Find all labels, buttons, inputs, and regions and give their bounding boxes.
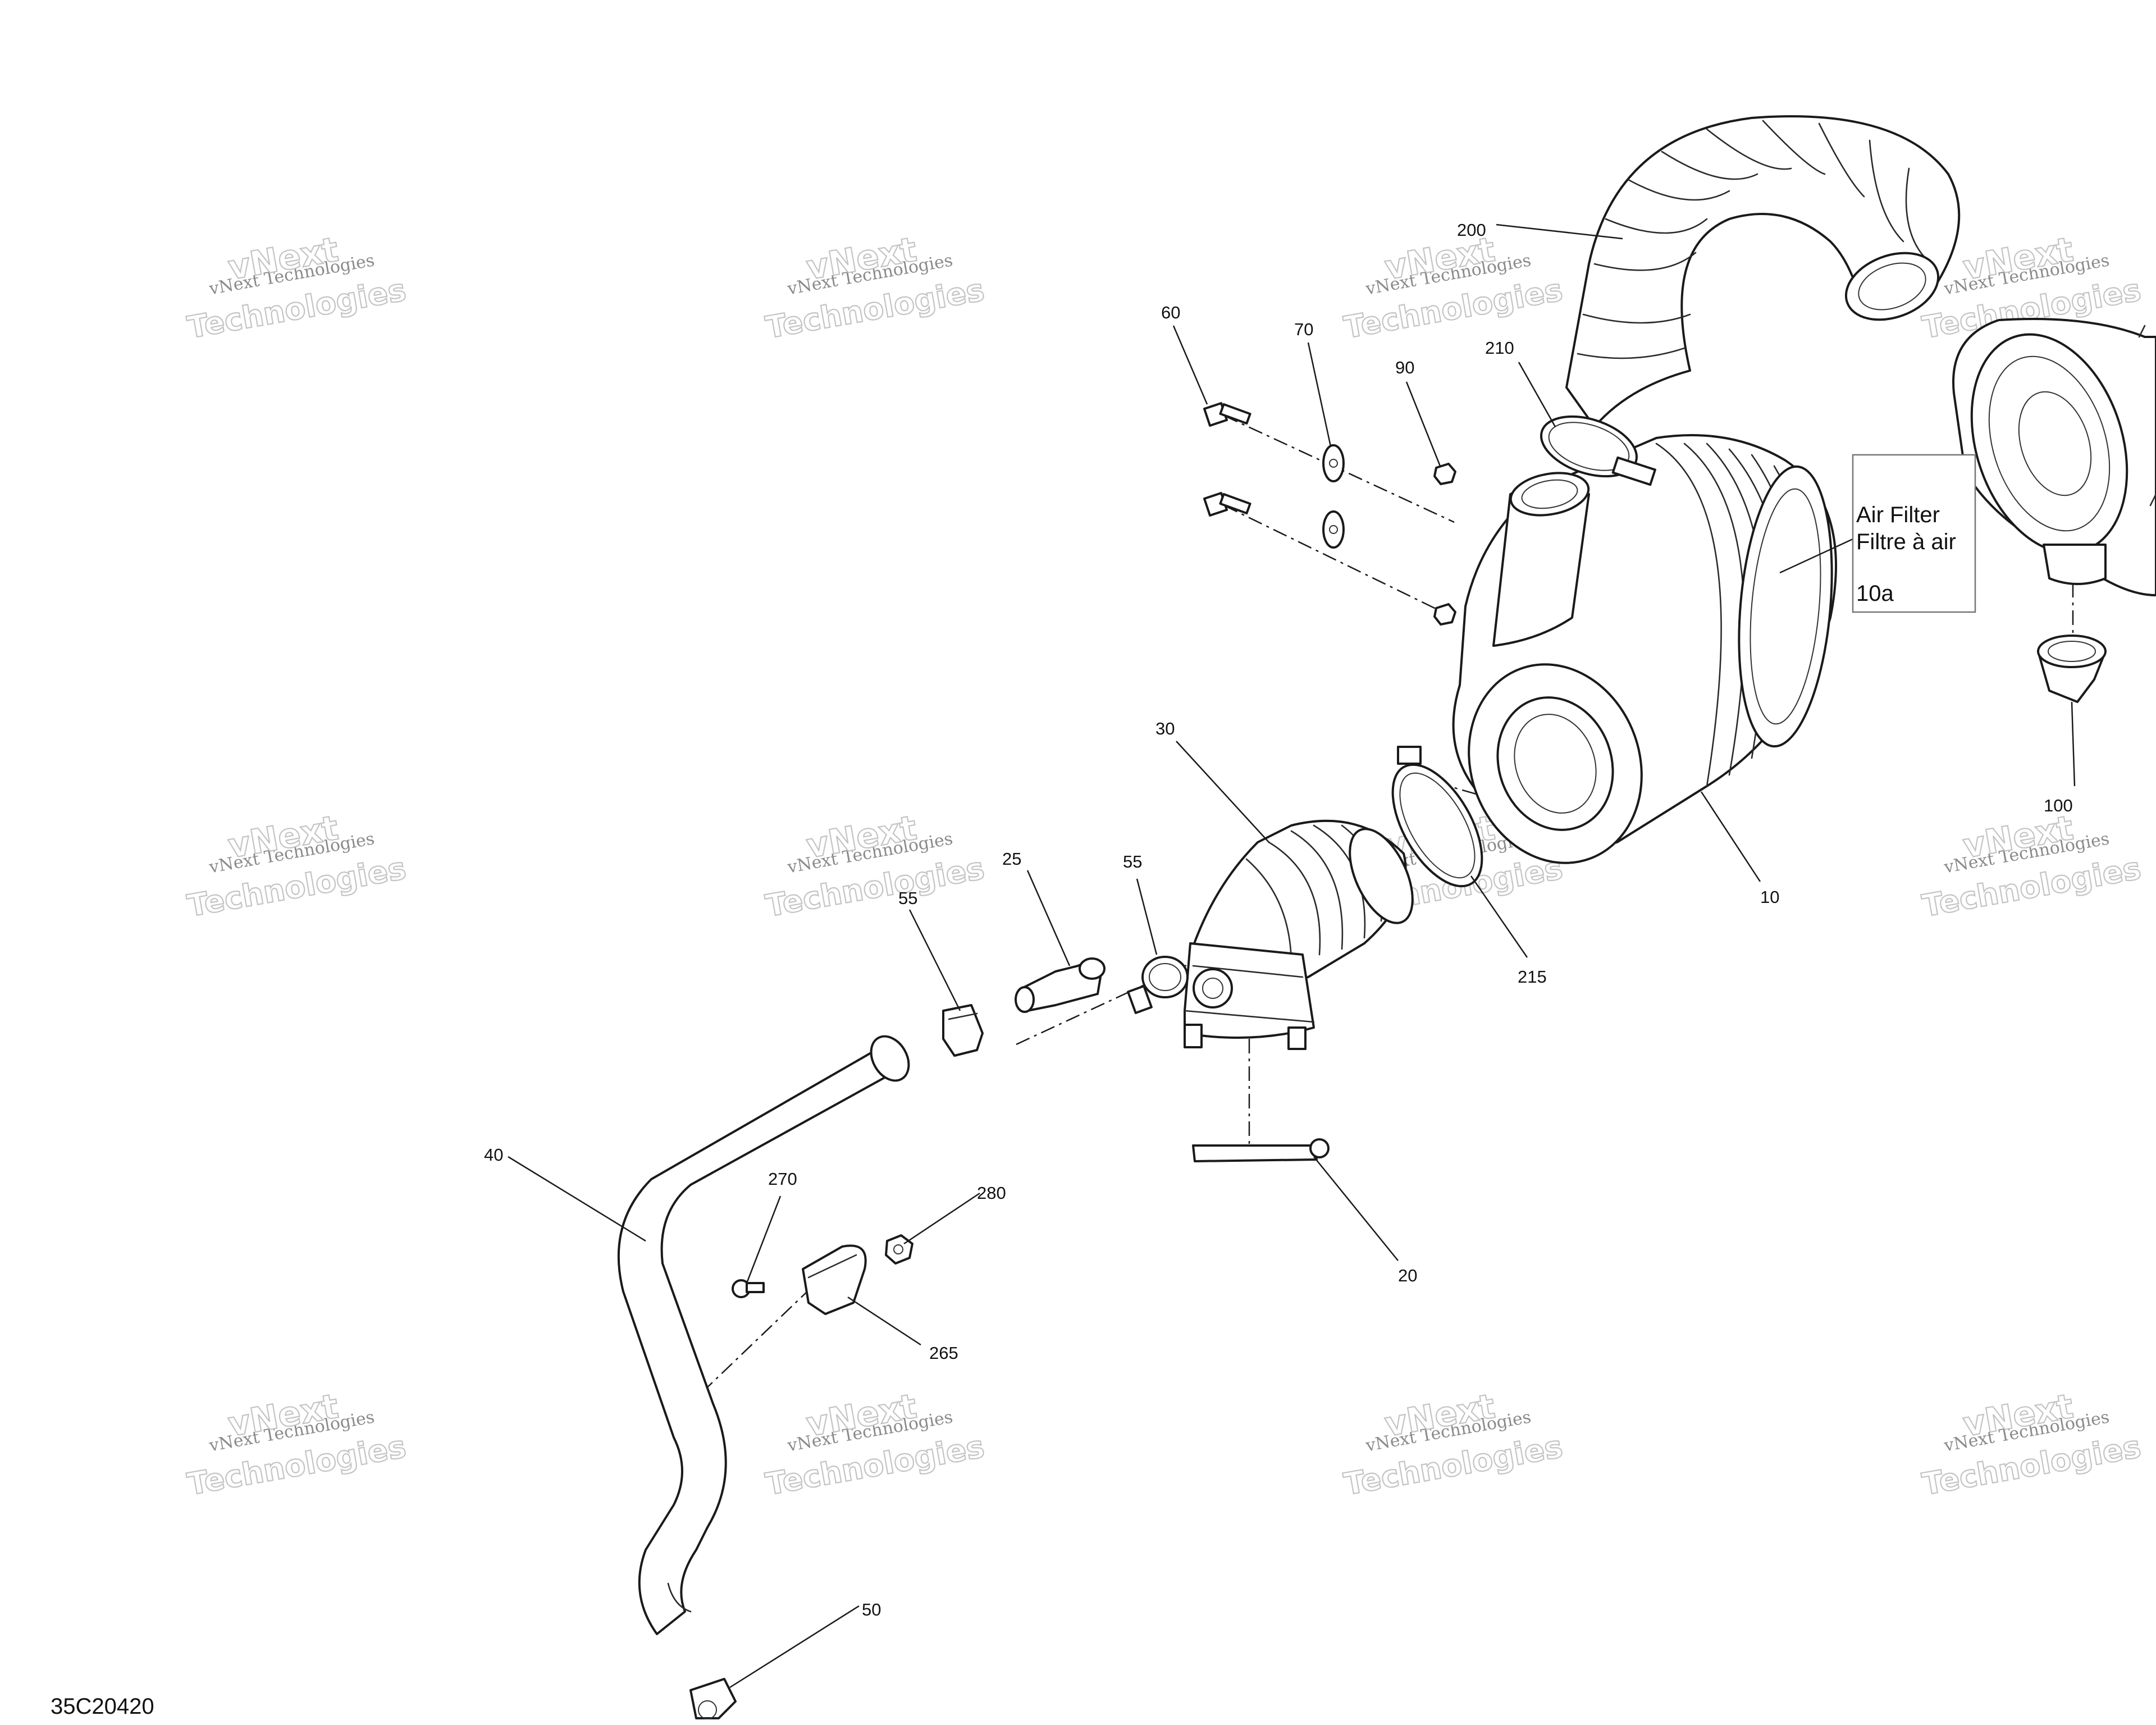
- callout-215: 215: [1518, 967, 1547, 987]
- callout-55-lower: 55: [898, 888, 917, 908]
- intake-boot: [1184, 819, 1414, 1050]
- label-box-line1: Air Filter: [1856, 503, 1940, 527]
- callout-210: 210: [1485, 338, 1514, 358]
- leader-lines: [508, 223, 2076, 1689]
- callout-60: 60: [1161, 303, 1180, 322]
- washer-70-upper: [1322, 444, 1345, 482]
- hose-end-fitting: [689, 1678, 737, 1719]
- label-box-line2: Filtre à air: [1856, 530, 1956, 554]
- washer-70-lower: [1322, 510, 1345, 549]
- document-number: 35C20420: [51, 1694, 154, 1719]
- hose-clamp-210: [1540, 415, 1656, 486]
- vent-hose: [617, 1035, 910, 1635]
- callout-280: 280: [977, 1183, 1006, 1203]
- callout-70: 70: [1294, 320, 1313, 339]
- callout-30: 30: [1155, 719, 1175, 738]
- callout-265: 265: [929, 1343, 958, 1363]
- callouts: 200 60 70 90 210 10 100 215 30 25 55 55 …: [484, 220, 2073, 1619]
- watermark: vNext Technologies vNext Technologies: [1341, 1386, 1566, 1503]
- watermark: vNext Technologies vNext Technologies: [184, 229, 409, 346]
- air-filter-cover: [1952, 318, 2156, 596]
- label-box-line3: 10a: [1856, 581, 1894, 606]
- air-filter-label-box: Air Filter Filtre à air 10a: [1852, 454, 1976, 613]
- watermark: vNext Technologies vNext Technologies: [762, 807, 988, 924]
- watermark: vNext Technologies vNext Technologies: [1919, 807, 2144, 924]
- air-intake-duct: [1565, 115, 1961, 428]
- watermark: vNext Technologies vNext Technologies: [762, 1386, 988, 1503]
- callout-90: 90: [1395, 358, 1414, 377]
- watermark: vNext Technologies vNext Technologies: [1341, 229, 1566, 346]
- hose-bracket: [802, 1244, 867, 1315]
- nut-90-upper: [1433, 463, 1456, 485]
- callout-270: 270: [768, 1169, 797, 1189]
- axis-bracket-265: [701, 1263, 837, 1393]
- nut-90-lower: [1433, 603, 1456, 626]
- callout-40: 40: [484, 1145, 503, 1165]
- callout-25: 25: [1002, 849, 1021, 869]
- watermark: vNext Technologies vNext Technologies: [1919, 1386, 2144, 1503]
- hose-clamp-55-upper: [1127, 956, 1189, 1014]
- hose-clamp-215: [1391, 746, 1483, 888]
- label-box-frame: [1852, 454, 1976, 613]
- callout-20: 20: [1398, 1266, 1417, 1285]
- watermark: vNext Technologies vNext Technologies: [184, 807, 409, 924]
- callout-50: 50: [862, 1600, 881, 1619]
- rivet-270: [732, 1279, 765, 1298]
- nut-280: [885, 1234, 913, 1265]
- tie-strap: [1192, 1138, 1330, 1162]
- elbow-fitting: [1015, 957, 1106, 1013]
- callout-100: 100: [2044, 796, 2073, 815]
- callout-200: 200: [1457, 220, 1486, 240]
- cover-outlet-nozzle: [2037, 635, 2107, 703]
- bolt-60-lower: [1203, 492, 1251, 517]
- air-filter-housing: [1452, 434, 1837, 864]
- watermark: vNext Technologies vNext Technologies: [762, 229, 988, 346]
- hose-clamp-55-lower: [942, 1004, 984, 1057]
- bolt-60-upper: [1203, 402, 1251, 427]
- callout-10: 10: [1760, 887, 1779, 907]
- watermark-layer: vNext Technologies vNext Technologies vN…: [184, 229, 2144, 1503]
- watermark: vNext Technologies vNext Technologies: [184, 1386, 409, 1503]
- axis-lower-bolt: [1223, 504, 1455, 619]
- callout-55-upper: 55: [1123, 852, 1142, 871]
